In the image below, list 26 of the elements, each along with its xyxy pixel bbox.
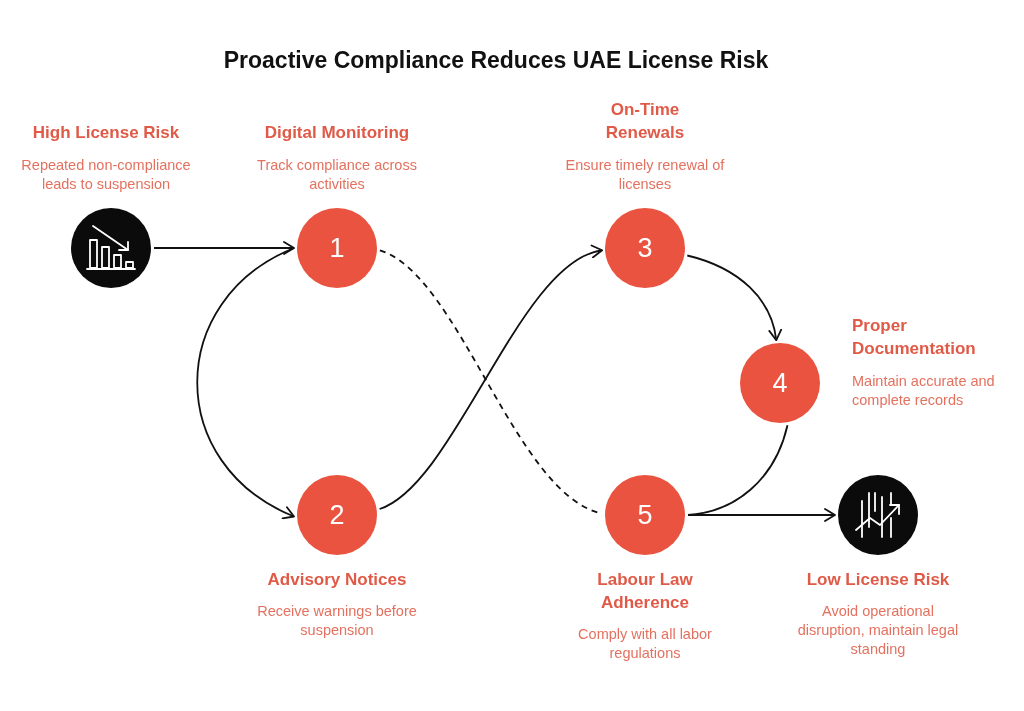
falling-chart-icon	[71, 208, 151, 288]
step-description: Comply with all labor regulations	[577, 625, 713, 663]
step-description: Avoid operational disruption, maintain legal standing	[796, 602, 960, 659]
step-description: Ensure timely renewal of licenses	[564, 156, 726, 194]
step-number: 2	[329, 500, 345, 530]
curved-arrow	[196, 247, 295, 519]
step-number: 4	[772, 368, 788, 398]
arrow	[687, 508, 836, 522]
step-number: 3	[637, 233, 653, 263]
step-description: Maintain accurate and complete records	[852, 372, 996, 410]
step-heading: Advisory Notices	[266, 569, 408, 591]
step-heading: On-Time Renewals	[604, 99, 686, 144]
rising-chart-icon	[838, 475, 918, 555]
diagram-title: Proactive Compliance Reduces UAE License Risk	[222, 46, 770, 75]
step-description: Track compliance across activities	[256, 156, 418, 194]
step-number: 1	[329, 233, 345, 263]
arrow	[153, 241, 295, 255]
curved-arrow	[686, 254, 782, 342]
step-heading: Low License Risk	[805, 569, 951, 591]
step-description: Receive warnings before suspension	[256, 602, 418, 640]
step-heading: Proper Documentation	[852, 315, 977, 360]
step-heading: Digital Monitoring	[263, 122, 411, 144]
step-heading: Labour Law Adherence	[596, 569, 694, 614]
step-heading: High License Risk	[31, 122, 181, 144]
step-number: 5	[637, 500, 653, 530]
step-description: Repeated non-compliance leads to suspension	[20, 156, 192, 194]
